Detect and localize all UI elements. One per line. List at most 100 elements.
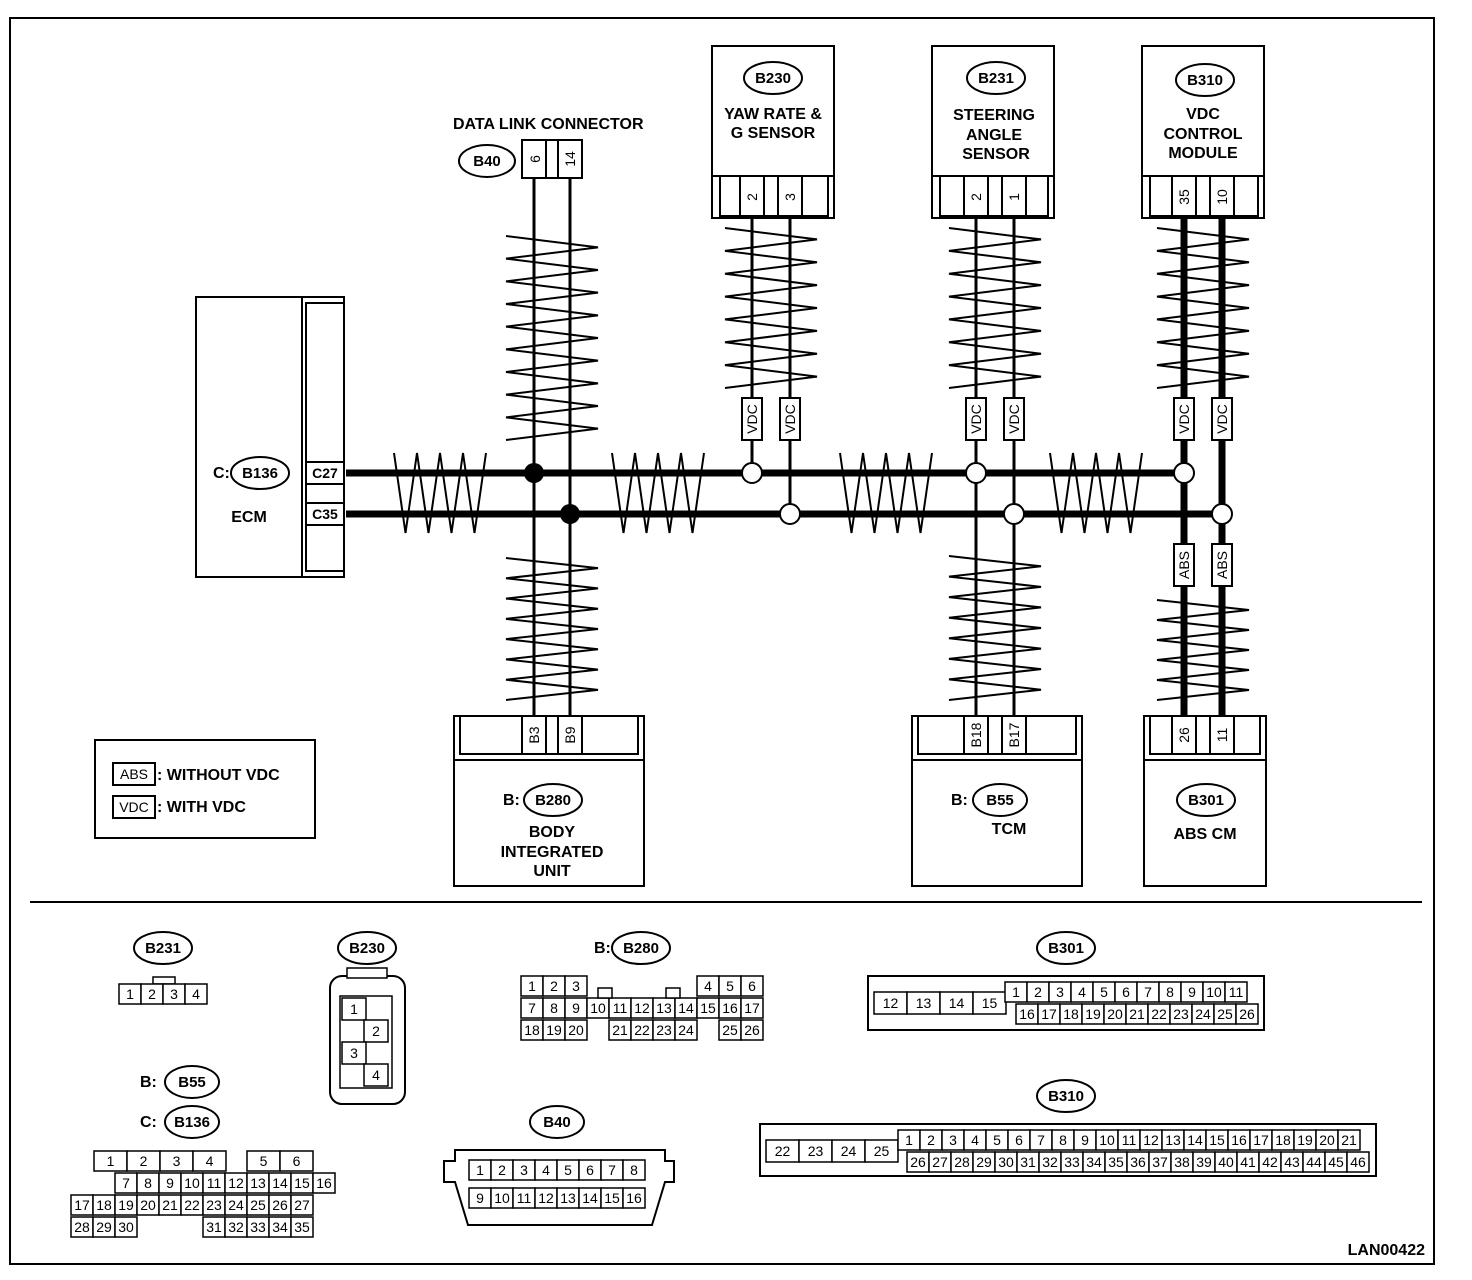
twisted-pair-markers — [393, 227, 1250, 701]
view-id-b230: B230 — [349, 940, 385, 957]
pin-number: 13 — [1165, 1132, 1181, 1148]
pin-number: 3 — [350, 1045, 358, 1061]
pin-label: C27 — [312, 465, 338, 481]
pin-number: 1 — [350, 1001, 358, 1017]
pin-label: 11 — [1214, 728, 1230, 743]
pin-label: 26 — [1176, 727, 1192, 743]
junction-open — [779, 503, 801, 525]
pin-number: 2 — [148, 986, 156, 1002]
pin-number: 16 — [626, 1190, 642, 1206]
pin-number: 3 — [520, 1162, 528, 1178]
view-id-b301: B301 — [1048, 940, 1084, 957]
pin-label: 2 — [968, 193, 984, 201]
pin-number: 2 — [372, 1023, 380, 1039]
pin-cell — [740, 1019, 764, 1041]
junction-open — [1211, 503, 1233, 525]
pin-number: 24 — [1195, 1006, 1211, 1022]
view-id-b55: B55 — [178, 1074, 206, 1091]
pin-number: 17 — [1041, 1006, 1057, 1022]
pin-number: 11 — [1122, 1132, 1137, 1148]
tcm-prefix: B: — [951, 792, 968, 809]
pin-label: B18 — [968, 722, 984, 747]
connector-id-b231: B231 — [978, 70, 1014, 87]
vdc-module-label-3: MODULE — [1168, 145, 1238, 162]
twist-marker — [948, 227, 1042, 389]
pin-number: 31 — [206, 1219, 222, 1235]
pin-number: 36 — [1130, 1154, 1146, 1170]
pin-number: 4 — [704, 978, 712, 994]
pin-number: 3 — [572, 978, 580, 994]
pin-number: 14 — [1187, 1132, 1203, 1148]
pin-number: 9 — [166, 1175, 174, 1191]
pin-number: 14 — [678, 1000, 694, 1016]
data-link-connector: DATA LINK CONNECTOR B40 6 14 — [453, 116, 644, 179]
pin-number: 16 — [1231, 1132, 1247, 1148]
pin-number: 24 — [841, 1143, 857, 1159]
tcm-unit: B18 B17 B: B55 TCM — [911, 715, 1083, 887]
pin-number: 19 — [1297, 1132, 1313, 1148]
wire-tag-abs: ABS — [1214, 551, 1230, 579]
vdc-module-label-2: CONTROL — [1163, 126, 1242, 143]
pin-cell — [622, 1159, 646, 1181]
pin-number: 20 — [568, 1022, 584, 1038]
pin-number: 10 — [1099, 1132, 1115, 1148]
pin-number: 19 — [118, 1197, 134, 1213]
pin-number: 23 — [656, 1022, 672, 1038]
wire-tag-box — [779, 397, 801, 441]
view-prefix-b55: B: — [140, 1074, 157, 1091]
vdc-module-label-1: VDC — [1186, 106, 1220, 123]
connector-id-b301: B301 — [1188, 792, 1224, 809]
wire-tag-box — [1173, 543, 1195, 587]
connector-id-b136: B136 — [242, 465, 278, 482]
pin-number: 25 — [250, 1197, 266, 1213]
pin-number: 28 — [74, 1219, 90, 1235]
pin-cell — [290, 1216, 314, 1238]
pin-number: 21 — [1341, 1132, 1357, 1148]
view-prefix-b280: B: — [594, 940, 611, 957]
pin-number: 22 — [634, 1022, 650, 1038]
pin-label: 1 — [1006, 193, 1022, 201]
pin-number: 4 — [971, 1132, 979, 1148]
twist-marker — [505, 235, 599, 441]
pin-cell — [665, 987, 681, 999]
junctions — [524, 462, 1233, 525]
pin-number: 45 — [1328, 1154, 1344, 1170]
pin-number: 23 — [206, 1197, 222, 1213]
pin-number: 9 — [476, 1190, 484, 1206]
steering-label-2: ANGLE — [966, 127, 1022, 144]
pin-number: 15 — [700, 1000, 716, 1016]
junction-open — [741, 462, 763, 484]
wire-tag-box — [741, 397, 763, 441]
pin-number: 12 — [1143, 1132, 1159, 1148]
pin-cell — [674, 1019, 698, 1041]
pin-number: 27 — [294, 1197, 310, 1213]
pin-cell — [341, 997, 367, 1021]
pin-number: 8 — [550, 1000, 558, 1016]
pin-number: 8 — [630, 1162, 638, 1178]
pin-cell — [740, 997, 764, 1019]
pin-number: 17 — [744, 1000, 760, 1016]
wire-tag-vdc: VDC — [1176, 404, 1192, 434]
connector-id-b310: B310 — [1187, 72, 1223, 89]
pin-number: 35 — [294, 1219, 310, 1235]
pin-number: 9 — [1188, 984, 1196, 1000]
pin-number: 6 — [293, 1153, 301, 1169]
pin-cell — [622, 1187, 646, 1209]
body-unit-prefix: B: — [503, 792, 520, 809]
pin-number: 1 — [476, 1162, 484, 1178]
wire-tag-vdc: VDC — [782, 404, 798, 434]
pin-number: 17 — [1253, 1132, 1269, 1148]
pin-number: 19 — [546, 1022, 562, 1038]
pin-number: 3 — [173, 1153, 181, 1169]
diagram-code: LAN00422 — [1348, 1242, 1425, 1259]
pin-number: 10 — [184, 1175, 200, 1191]
pin-number: 2 — [498, 1162, 506, 1178]
pin-number: 9 — [1081, 1132, 1089, 1148]
pin-number: 22 — [775, 1143, 791, 1159]
pin-cell — [114, 1216, 138, 1238]
pin-number: 32 — [1042, 1154, 1058, 1170]
wire-tag-box — [1003, 397, 1025, 441]
pin-number: 34 — [1086, 1154, 1102, 1170]
pin-number: 20 — [1319, 1132, 1335, 1148]
pin-label: 10 — [1214, 189, 1230, 205]
